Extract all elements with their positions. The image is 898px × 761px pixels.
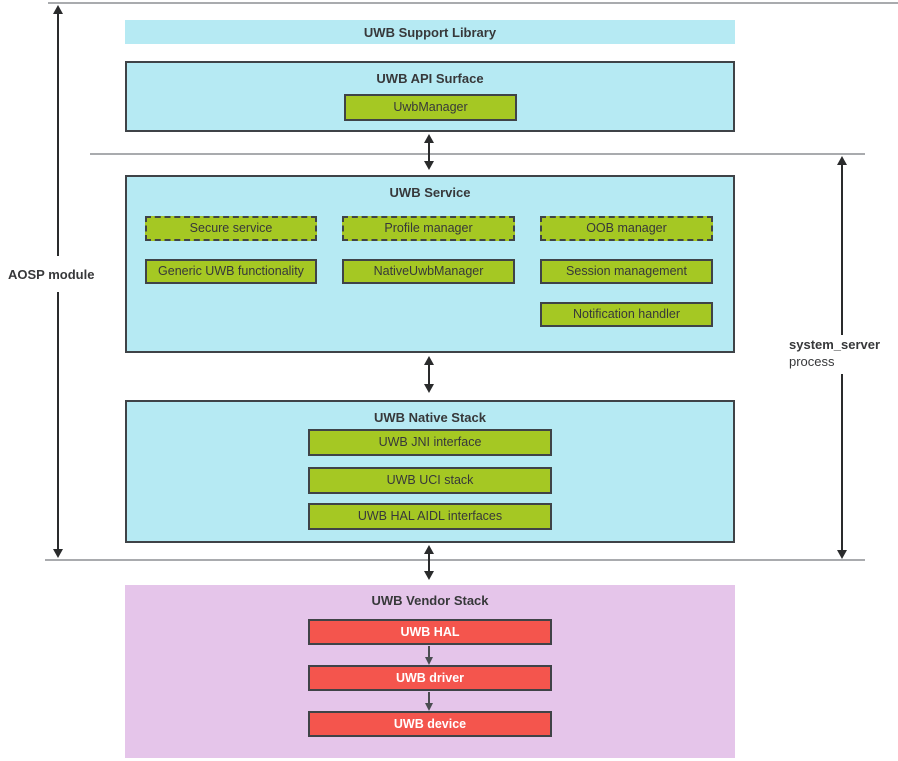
arrowhead-up-icon xyxy=(837,156,847,165)
arrow-shaft xyxy=(841,164,843,335)
arrow-shaft xyxy=(57,292,59,550)
system-server-label: system_server process xyxy=(789,336,889,370)
arrow-shaft xyxy=(428,692,430,704)
vendor-stack-box: UWB Vendor Stack UWB HAL UWB driver UWB … xyxy=(125,585,735,758)
native-uwb-manager-chip: NativeUwbManager xyxy=(342,259,515,284)
secure-service-chip: Secure service xyxy=(145,216,317,241)
arrowhead-up-icon xyxy=(424,356,434,365)
arrow-shaft xyxy=(428,646,430,658)
system-server-label-line1: system_server xyxy=(789,337,881,352)
system-server-top-boundary-line xyxy=(90,153,865,155)
session-management-chip: Session management xyxy=(540,259,713,284)
arrow-shaft xyxy=(841,374,843,551)
arrow-shaft xyxy=(57,13,59,256)
api-surface-title: UWB API Surface xyxy=(376,71,484,86)
native-stack-box: UWB Native Stack UWB JNI interface UWB U… xyxy=(125,400,735,543)
profile-manager-chip: Profile manager xyxy=(342,216,515,241)
generic-uwb-functionality-chip: Generic UWB functionality xyxy=(145,259,317,284)
arrow-shaft xyxy=(428,142,430,162)
native-stack-title: UWB Native Stack xyxy=(374,410,486,425)
vendor-boundary-line xyxy=(45,559,865,561)
arrowhead-down-icon xyxy=(425,703,433,711)
top-boundary-line xyxy=(48,2,898,4)
arrowhead-down-icon xyxy=(424,384,434,393)
support-library-box: UWB Support Library xyxy=(125,20,735,44)
support-library-title: UWB Support Library xyxy=(363,24,497,40)
hal-aidl-interfaces-chip: UWB HAL AIDL interfaces xyxy=(308,503,552,530)
arrow-shaft xyxy=(428,364,430,385)
uci-stack-chip: UWB UCI stack xyxy=(308,467,552,494)
uwb-hal-chip: UWB HAL xyxy=(308,619,552,645)
service-box: UWB Service Secure service Profile manag… xyxy=(125,175,735,353)
uwb-driver-chip: UWB driver xyxy=(308,665,552,691)
arrowhead-up-icon xyxy=(53,5,63,14)
arrowhead-up-icon xyxy=(424,134,434,143)
jni-interface-chip: UWB JNI interface xyxy=(308,429,552,456)
system-server-label-line2: process xyxy=(789,354,835,369)
uwb-manager-chip: UwbManager xyxy=(344,94,517,121)
oob-manager-chip: OOB manager xyxy=(540,216,713,241)
arrowhead-down-icon xyxy=(425,657,433,665)
arrowhead-down-icon xyxy=(424,161,434,170)
aosp-module-label: AOSP module xyxy=(8,266,103,283)
arrowhead-up-icon xyxy=(424,545,434,554)
arrowhead-down-icon xyxy=(53,549,63,558)
service-title: UWB Service xyxy=(389,185,471,200)
arrowhead-down-icon xyxy=(424,571,434,580)
notification-handler-chip: Notification handler xyxy=(540,302,713,327)
api-surface-box: UWB API Surface UwbManager xyxy=(125,61,735,132)
uwb-device-chip: UWB device xyxy=(308,711,552,737)
arrowhead-down-icon xyxy=(837,550,847,559)
vendor-stack-title: UWB Vendor Stack xyxy=(371,593,489,608)
arrow-shaft xyxy=(428,553,430,572)
